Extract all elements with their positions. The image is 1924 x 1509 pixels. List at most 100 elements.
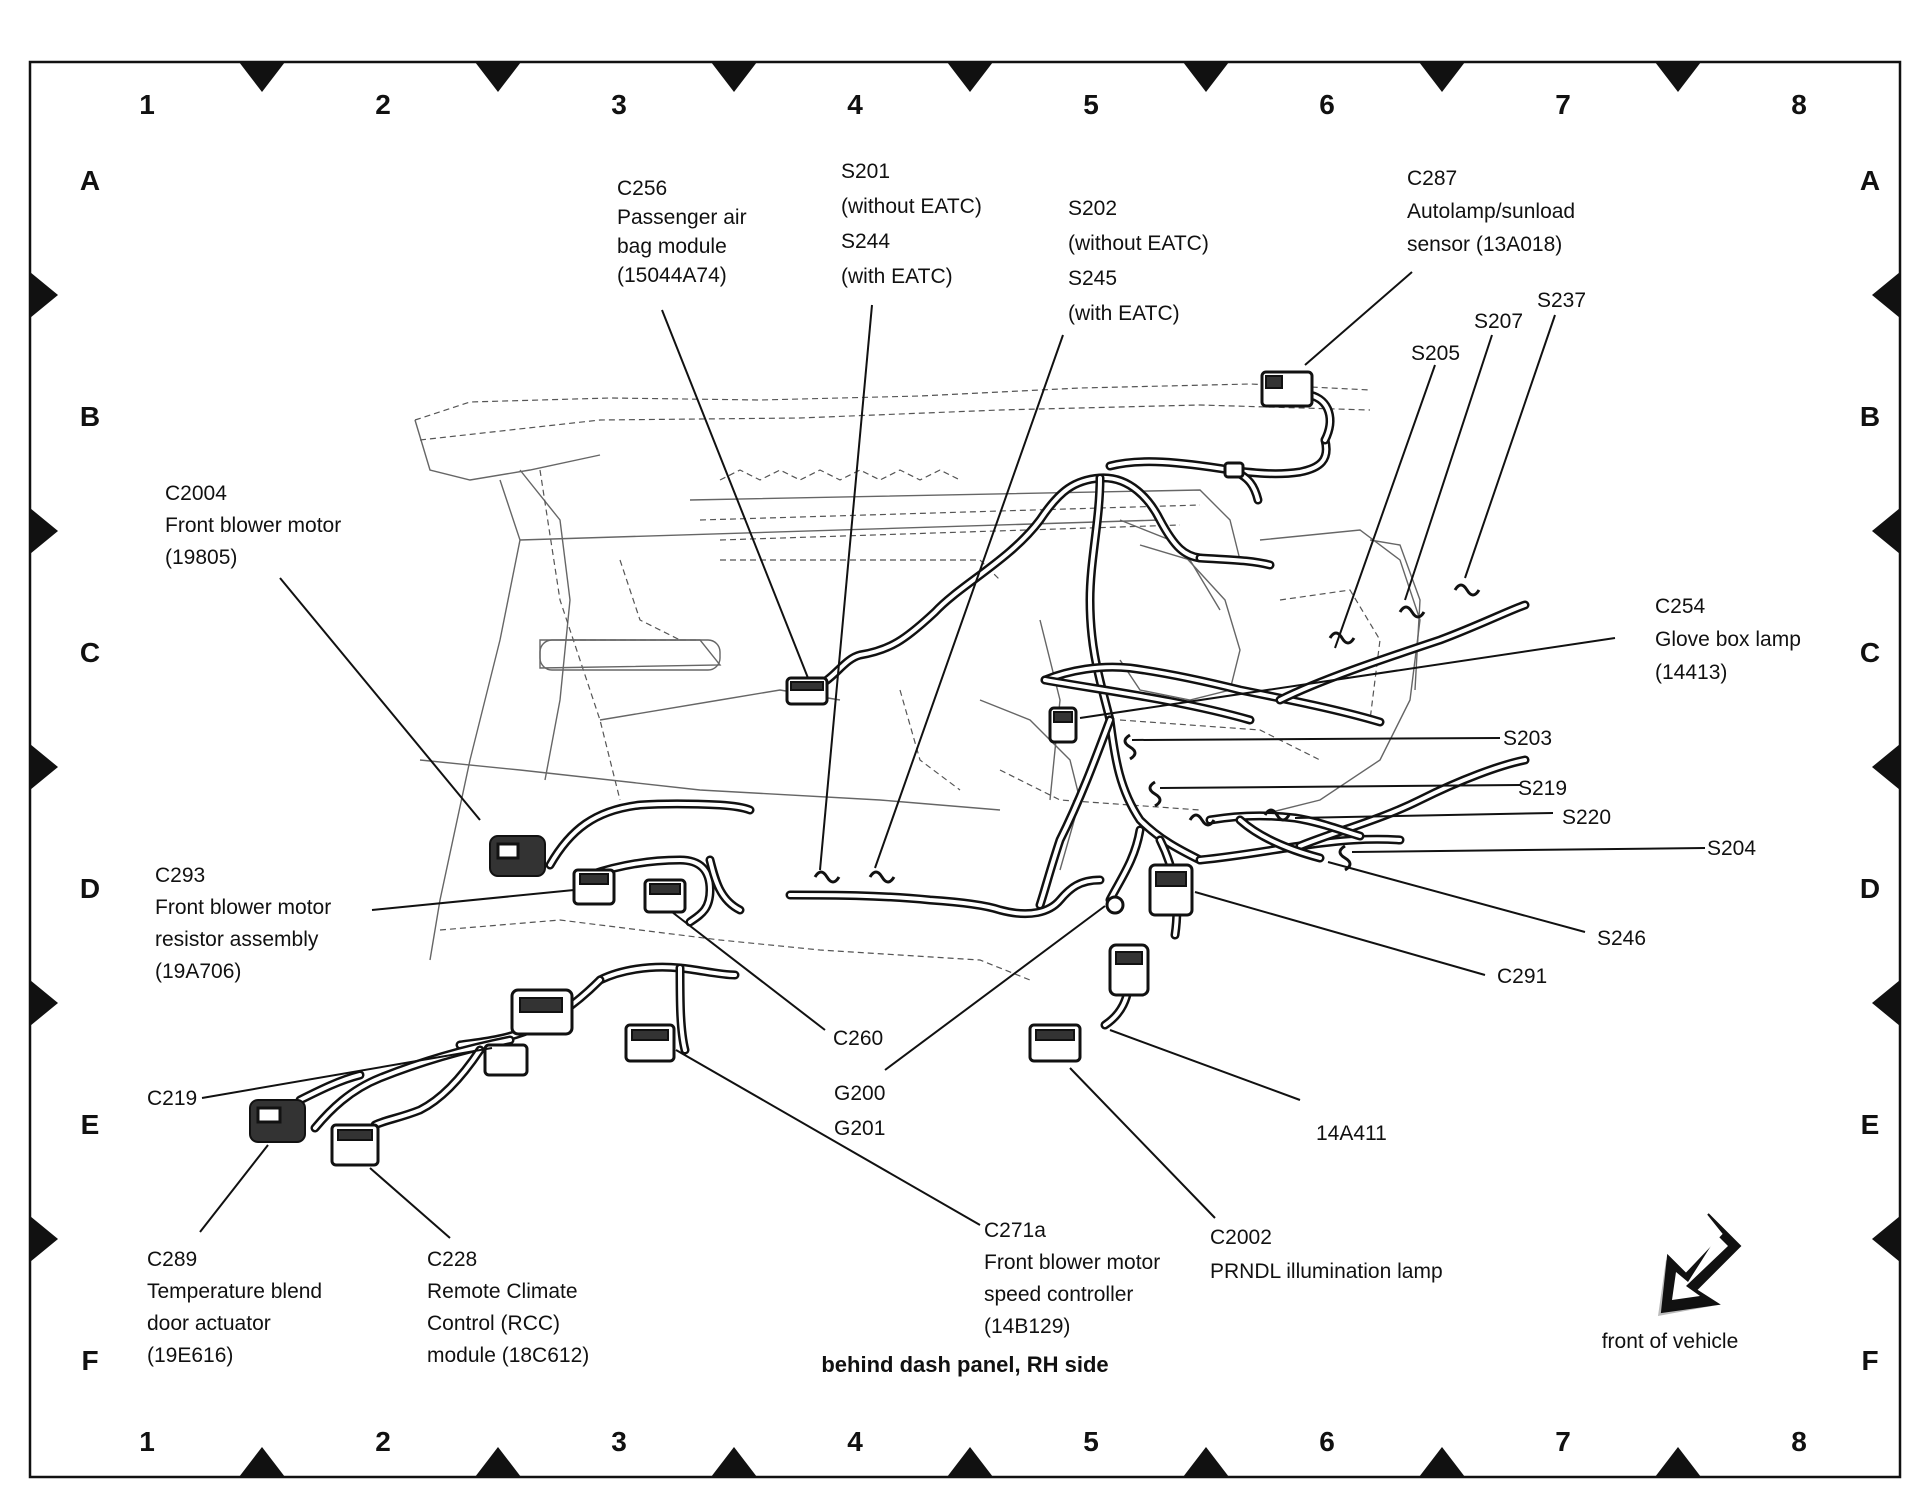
grid-column-label-top: 4 — [847, 89, 863, 120]
label-c289: door actuator — [147, 1312, 271, 1335]
dash-structure-outline — [414, 383, 1421, 981]
label-s237: S237 — [1537, 289, 1586, 312]
grid-column-label-top: 2 — [375, 89, 391, 120]
label-s204: S204 — [1707, 837, 1756, 860]
grid-markers-top — [239, 62, 1701, 92]
label-c293: (19A706) — [155, 960, 241, 983]
label-c254: C254 — [1655, 595, 1706, 618]
grid-row-label-right: B — [1860, 401, 1880, 432]
label-c228: module (18C612) — [427, 1344, 589, 1367]
grid-column-label-bottom: 5 — [1083, 1426, 1099, 1457]
ground-g200 — [1105, 895, 1125, 915]
label-c219: C219 — [147, 1087, 197, 1110]
label-c2002: PRNDL illumination lamp — [1210, 1260, 1443, 1283]
leader-lines — [199, 271, 1706, 1239]
label-s202: (with EATC) — [1068, 302, 1180, 325]
label-c256: (15044A74) — [617, 264, 727, 287]
label-c293: C293 — [155, 864, 205, 887]
label-c271a: speed controller — [984, 1283, 1133, 1306]
label-c271a: (14B129) — [984, 1315, 1070, 1338]
label-c287: C287 — [1407, 167, 1457, 190]
grid-row-label-right: C — [1860, 637, 1880, 668]
grid-column-label-bottom: 6 — [1319, 1426, 1335, 1457]
label-c14a411: 14A411 — [1316, 1122, 1387, 1145]
grid-column-label-top: 3 — [611, 89, 627, 120]
label-c289: C289 — [147, 1248, 197, 1271]
connector-c271a — [624, 1023, 676, 1063]
label-s201: S201 — [841, 160, 890, 183]
grid-row-label-left: B — [80, 401, 100, 432]
grid-column-label-bottom: 1 — [139, 1426, 155, 1457]
grid-row-label-left: E — [81, 1109, 100, 1140]
grid-column-label-bottom: 4 — [847, 1426, 863, 1457]
label-g200: G200 — [834, 1082, 885, 1105]
grid-row-label-left: D — [80, 873, 100, 904]
label-c254: Glove box lamp — [1655, 628, 1801, 651]
grid-row-label-right: A — [1860, 165, 1880, 196]
grid-rows-left: A B C D E F — [80, 165, 100, 1376]
grid-column-label-top: 5 — [1083, 89, 1099, 120]
grid-markers-left — [30, 272, 58, 1262]
connector-c254 — [1048, 706, 1078, 744]
grid-column-label-top: 7 — [1555, 89, 1571, 120]
grid-column-label-bottom: 3 — [611, 1426, 627, 1457]
connector-c228 — [330, 1123, 380, 1167]
label-c260: C260 — [833, 1027, 883, 1050]
grid-columns-top: 1 2 3 4 5 6 7 8 — [139, 89, 1807, 120]
label-s202: S202 — [1068, 197, 1117, 220]
grid-row-label-right: D — [1860, 873, 1880, 904]
label-c228: C228 — [427, 1248, 477, 1271]
arrow-down-left-icon — [1658, 1213, 1742, 1316]
label-c293: resistor assembly — [155, 928, 319, 951]
label-s203: S203 — [1503, 727, 1552, 750]
grid-row-label-right: F — [1861, 1345, 1878, 1376]
grid-column-label-top: 8 — [1791, 89, 1807, 120]
grid-markers-right — [1872, 272, 1900, 1262]
label-s202: S245 — [1068, 267, 1117, 290]
label-c271a: C271a — [984, 1219, 1046, 1242]
grid-column-label-bottom: 8 — [1791, 1426, 1807, 1457]
grid-column-label-top: 6 — [1319, 89, 1335, 120]
splice-marks — [813, 583, 1481, 884]
label-c228: Control (RCC) — [427, 1312, 560, 1335]
label-c289: (19E616) — [147, 1344, 233, 1367]
label-c2002: C2002 — [1210, 1226, 1272, 1249]
label-s246: S246 — [1597, 927, 1646, 950]
connector-c219 — [483, 988, 574, 1077]
connector-c291 — [1148, 863, 1194, 917]
label-s205: S205 — [1411, 342, 1460, 365]
connector-c260 — [643, 878, 687, 914]
label-c2004: C2004 — [165, 482, 227, 505]
grid-markers-bottom — [239, 1447, 1701, 1477]
label-c287: Autolamp/sunload — [1407, 200, 1575, 223]
grid-column-label-bottom: 2 — [375, 1426, 391, 1457]
connector-c2002 — [1028, 1023, 1082, 1063]
label-s201: (without EATC) — [841, 195, 982, 218]
grid-columns-bottom: 1 2 3 4 5 6 7 8 — [139, 1426, 1807, 1457]
grid-row-label-left: F — [81, 1345, 98, 1376]
label-c228: Remote Climate — [427, 1280, 578, 1303]
orientation-label: front of vehicle — [1602, 1330, 1739, 1353]
diagram-caption: behind dash panel, RH side — [821, 1352, 1108, 1377]
label-c256: C256 — [617, 177, 667, 200]
grid-row-label-left: C — [80, 637, 100, 668]
grid-row-label-left: A — [80, 165, 100, 196]
label-g200: G201 — [834, 1117, 885, 1140]
label-s201: (with EATC) — [841, 265, 953, 288]
label-c254: (14413) — [1655, 661, 1727, 684]
connector-c289 — [249, 1099, 306, 1143]
diagram-border — [28, 60, 1902, 1479]
label-c287: sensor (13A018) — [1407, 233, 1562, 256]
connector-c287 — [1260, 370, 1314, 408]
label-s219: S219 — [1518, 777, 1567, 800]
label-s220: S220 — [1562, 806, 1611, 829]
label-c2004: (19805) — [165, 546, 237, 569]
label-c2004: Front blower motor — [165, 514, 341, 537]
label-s201: S244 — [841, 230, 890, 253]
label-s207: S207 — [1474, 310, 1523, 333]
grid-column-label-top: 1 — [139, 89, 155, 120]
grid-column-label-bottom: 7 — [1555, 1426, 1571, 1457]
